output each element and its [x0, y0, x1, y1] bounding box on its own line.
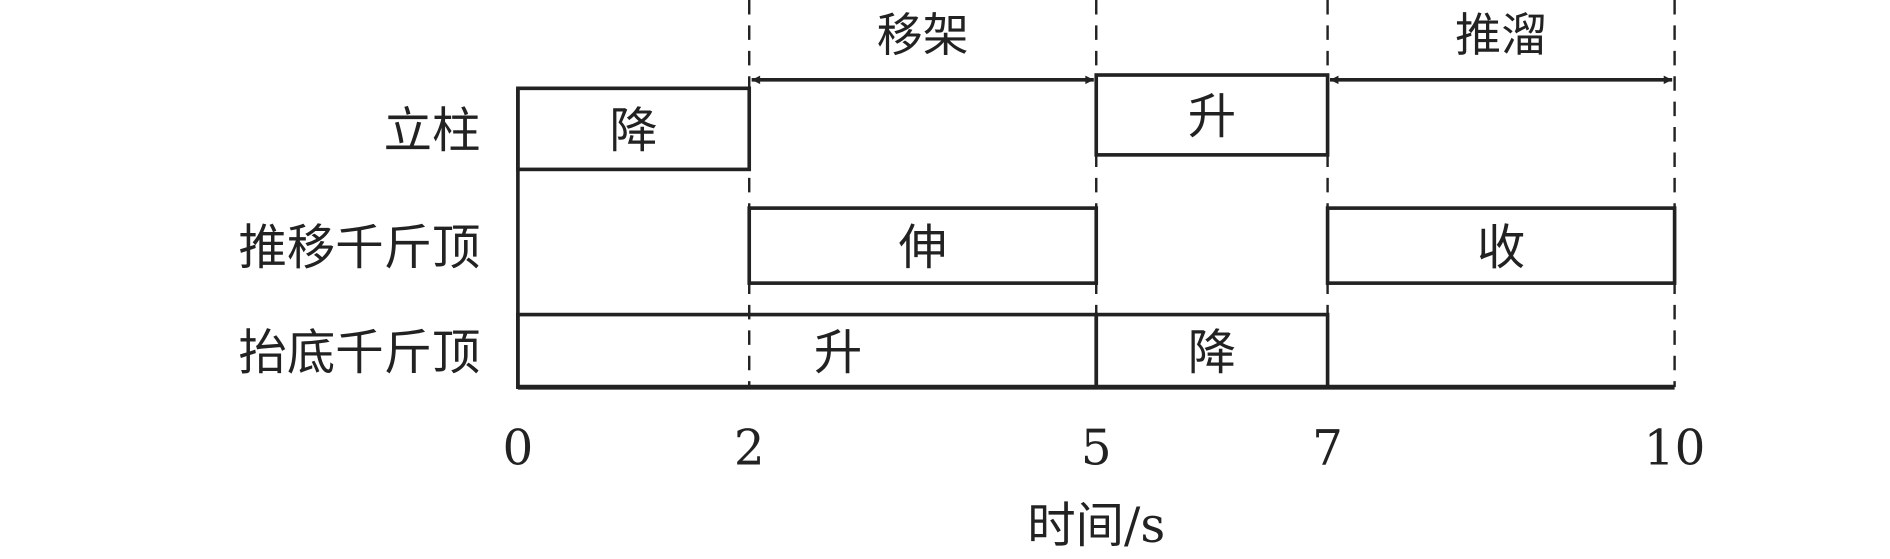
- x-tick-label: 0: [502, 421, 533, 477]
- phase-label: 推溜: [1455, 8, 1547, 62]
- segment-label: 伸: [899, 220, 947, 276]
- segment-label: 收: [1477, 220, 1525, 276]
- segment-box: [1325, 206, 1677, 285]
- segment-label: 降: [609, 103, 657, 159]
- x-tick-label: 10: [1644, 421, 1706, 477]
- segment-box: [516, 312, 1099, 390]
- x-tick-label: 5: [1081, 421, 1112, 477]
- segment-label: 降: [1188, 325, 1236, 381]
- segment-label: 升: [1188, 89, 1236, 145]
- x-tick-label: 2: [734, 421, 765, 477]
- row-label: 立柱: [384, 103, 481, 159]
- row-label: 推移千斤顶: [239, 220, 481, 276]
- segment-box: [1094, 73, 1330, 157]
- row-label: 抬底千斤顶: [239, 325, 481, 381]
- x-axis-label: 时间/s: [1027, 498, 1165, 554]
- x-tick-label: 7: [1312, 421, 1343, 477]
- phase-label: 移架: [877, 8, 969, 62]
- segment-label: 升: [814, 325, 862, 381]
- segment-box: [747, 206, 1099, 285]
